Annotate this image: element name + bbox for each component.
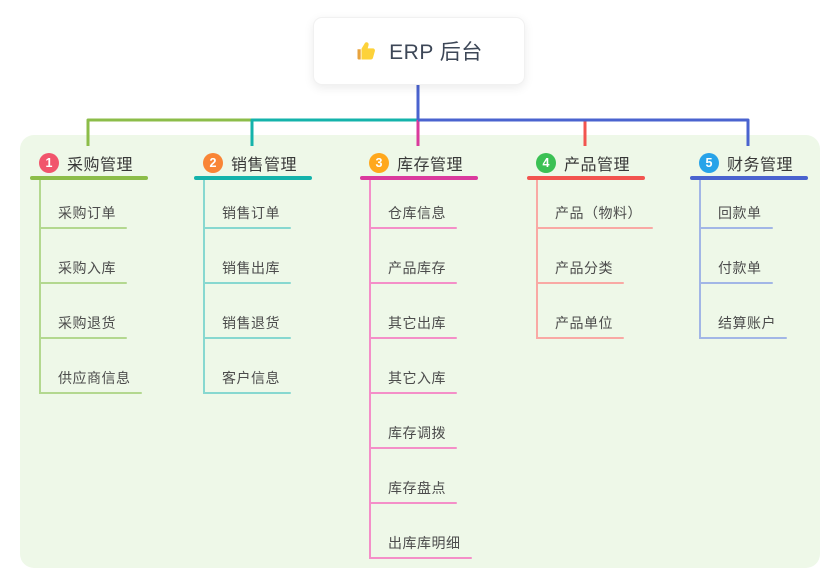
child-underline <box>699 227 773 229</box>
child-node[interactable]: 客户信息 <box>222 370 280 386</box>
root-node[interactable]: ERP 后台 <box>313 17 525 85</box>
branch-title-node[interactable]: 2 销售管理 <box>203 151 297 175</box>
child-underline <box>536 337 624 339</box>
child-underline <box>369 557 472 559</box>
branch-title-label: 采购管理 <box>67 157 134 174</box>
child-underline <box>369 392 457 394</box>
child-node[interactable]: 采购订单 <box>58 205 116 221</box>
child-node[interactable]: 仓库信息 <box>388 205 446 221</box>
child-underline <box>39 337 127 339</box>
child-node[interactable]: 库存调拨 <box>388 425 446 441</box>
child-underline <box>39 282 127 284</box>
branch-number-badge: 3 <box>369 153 389 173</box>
child-underline <box>203 337 291 339</box>
branch-underline <box>194 176 312 180</box>
branch-title-label: 库存管理 <box>397 157 464 174</box>
branch-title-node[interactable]: 3 库存管理 <box>369 151 463 175</box>
branch-underline <box>30 176 148 180</box>
child-node[interactable]: 产品单位 <box>555 315 613 331</box>
branch-title-node[interactable]: 5 财务管理 <box>699 151 793 175</box>
child-node[interactable]: 销售退货 <box>222 315 280 331</box>
child-node[interactable]: 产品（物料） <box>555 205 642 221</box>
thumbs-up-icon <box>357 42 376 60</box>
branch-children-spine <box>203 180 205 394</box>
child-underline <box>369 447 457 449</box>
child-underline <box>369 227 457 229</box>
child-node[interactable]: 产品库存 <box>388 260 446 276</box>
child-node[interactable]: 回款单 <box>718 205 762 221</box>
child-node[interactable]: 其它入库 <box>388 370 446 386</box>
child-underline <box>203 282 291 284</box>
child-underline <box>699 337 787 339</box>
branch-title-node[interactable]: 1 采购管理 <box>39 151 133 175</box>
child-node[interactable]: 产品分类 <box>555 260 613 276</box>
child-node[interactable]: 供应商信息 <box>58 370 131 386</box>
branch-number-badge: 5 <box>699 153 719 173</box>
child-underline <box>39 392 142 394</box>
child-underline <box>699 282 773 284</box>
child-node[interactable]: 结算账户 <box>718 315 776 331</box>
child-underline <box>536 282 624 284</box>
branch-title-label: 财务管理 <box>727 157 794 174</box>
branch-title-label: 产品管理 <box>564 157 631 174</box>
child-underline <box>369 502 457 504</box>
child-underline <box>369 282 457 284</box>
branch-title-node[interactable]: 4 产品管理 <box>536 151 630 175</box>
child-node[interactable]: 付款单 <box>718 260 762 276</box>
child-underline <box>39 227 127 229</box>
branch-underline <box>690 176 808 180</box>
branch-number-badge: 4 <box>536 153 556 173</box>
root-label: ERP 后台 <box>389 41 483 64</box>
child-underline <box>203 227 291 229</box>
branch-children-spine <box>699 180 701 339</box>
child-underline <box>369 337 457 339</box>
branch-children-spine <box>369 180 371 559</box>
child-node[interactable]: 其它出库 <box>388 315 446 331</box>
branch-number-badge: 2 <box>203 153 223 173</box>
branch-children-spine <box>536 180 538 339</box>
branch-underline <box>360 176 478 180</box>
child-underline <box>203 392 291 394</box>
child-node[interactable]: 采购入库 <box>58 260 116 276</box>
branches-panel <box>20 135 820 568</box>
branch-children-spine <box>39 180 41 394</box>
branch-title-label: 销售管理 <box>231 157 298 174</box>
child-node[interactable]: 销售订单 <box>222 205 280 221</box>
child-node[interactable]: 库存盘点 <box>388 480 446 496</box>
child-underline <box>536 227 653 229</box>
branch-number-badge: 1 <box>39 153 59 173</box>
child-node[interactable]: 销售出库 <box>222 260 280 276</box>
child-node[interactable]: 出库库明细 <box>388 535 461 551</box>
child-node[interactable]: 采购退货 <box>58 315 116 331</box>
branch-underline <box>527 176 645 180</box>
